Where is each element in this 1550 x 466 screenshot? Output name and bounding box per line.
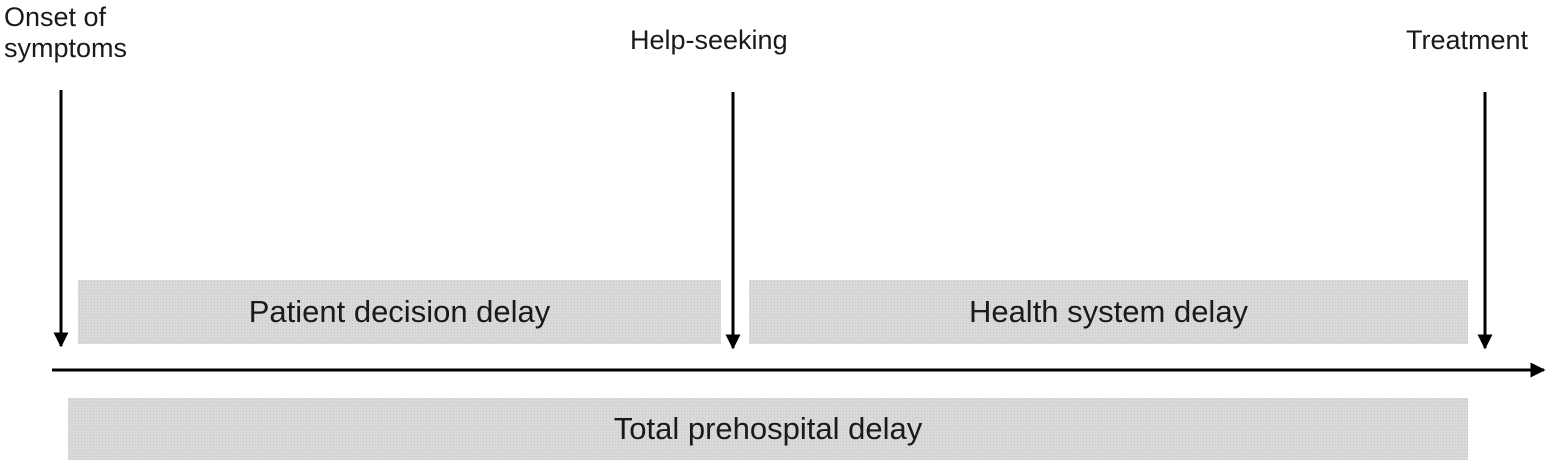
treatment-label: Treatment [1406, 25, 1529, 55]
onset-of-symptoms-label: Onset of symptoms [4, 2, 127, 64]
patient-decision-delay-label: Patient decision delay [248, 294, 551, 329]
patient-decision-delay-box: Patient decision delay [78, 280, 721, 344]
health-system-delay-label: Health system delay [968, 294, 1249, 329]
total-prehospital-delay-box: Total prehospital delay [68, 398, 1468, 460]
total-prehospital-delay-label: Total prehospital delay [613, 411, 923, 446]
onset-label-line1: Onset of [4, 2, 107, 32]
health-system-delay-box: Health system delay [749, 280, 1468, 344]
help-seeking-label: Help-seeking [630, 25, 788, 55]
onset-label-line2: symptoms [4, 33, 128, 63]
